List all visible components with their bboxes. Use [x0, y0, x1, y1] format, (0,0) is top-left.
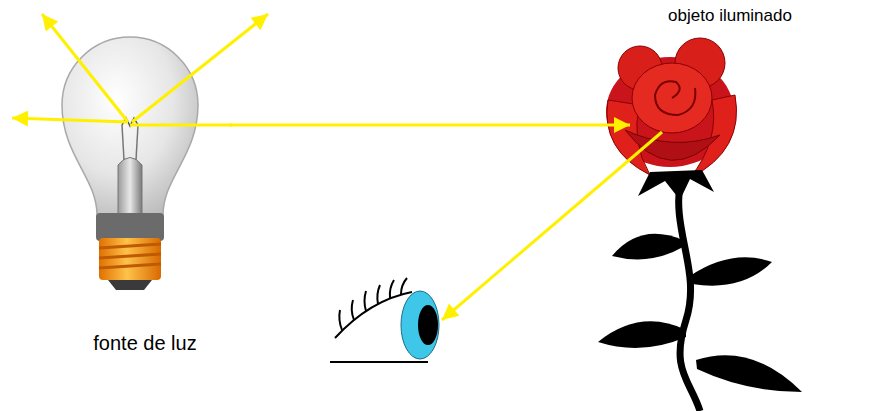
light-ray-arrow	[230, 124, 630, 127]
light-bulb	[62, 37, 198, 290]
rose	[598, 38, 802, 411]
light-rays	[12, 14, 268, 125]
eye	[330, 278, 439, 362]
illuminated-object: objeto iluminado	[630, 6, 830, 176]
reflected-ray	[442, 132, 662, 320]
node-label: fonte de luz	[93, 331, 196, 355]
node-label: objeto iluminado	[668, 6, 792, 26]
light-source: fonte de luz	[60, 35, 230, 355]
